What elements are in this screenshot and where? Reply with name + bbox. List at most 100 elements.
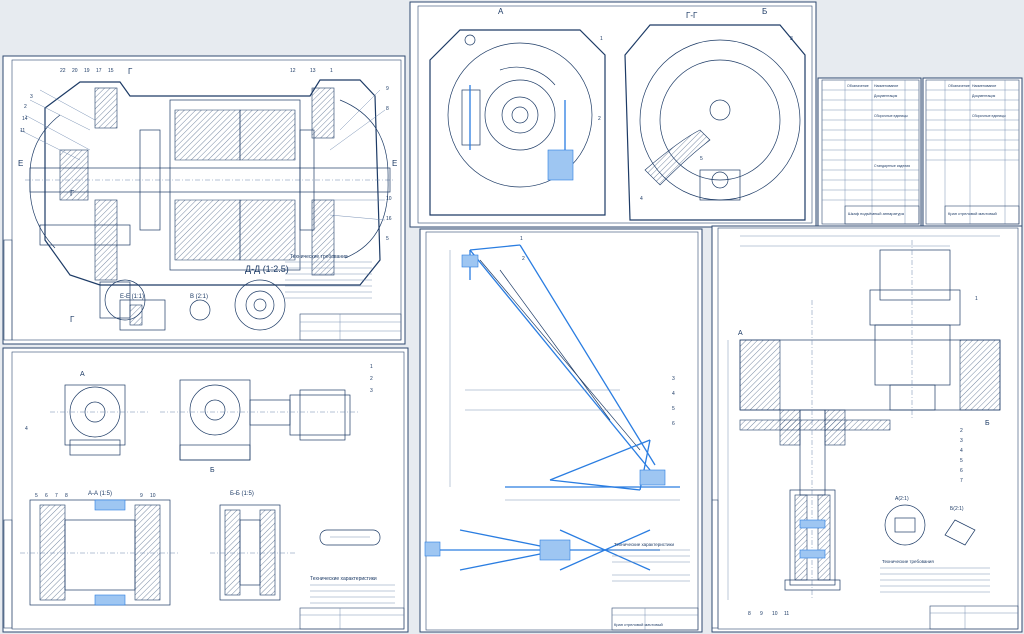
sheet-drive-unit[interactable]: Технические характеристики А-А (1:5) Б-Б… xyxy=(2,347,409,633)
side-stamp xyxy=(711,499,719,629)
svg-text:7: 7 xyxy=(960,478,963,484)
svg-text:8: 8 xyxy=(748,611,751,617)
spec-table-left xyxy=(821,79,920,225)
section-label-g-left: Г xyxy=(70,189,75,198)
svg-text:13: 13 xyxy=(310,68,316,74)
sheet-specifications[interactable]: Обозначение Наименование Документация Сб… xyxy=(817,77,1023,227)
callout-numbers: 1 2 3 4 5 xyxy=(598,36,793,202)
section-label-aa: А-А (1:5) xyxy=(88,491,112,497)
right-table-header-2: Наименование xyxy=(972,84,996,88)
crane-base xyxy=(505,439,680,491)
callout-numbers: 1 2 3 4 5 6 7 8 9 10 xyxy=(25,364,373,499)
svg-text:16: 16 xyxy=(386,216,392,222)
svg-text:4: 4 xyxy=(25,426,28,432)
svg-text:5: 5 xyxy=(960,458,963,464)
svg-text:2: 2 xyxy=(960,428,963,434)
svg-text:20: 20 xyxy=(72,68,78,74)
svg-text:4: 4 xyxy=(672,391,675,397)
sheet-drive-housing[interactable]: А Г-Г Б 1 2 3 4 5 xyxy=(409,1,817,228)
svg-text:3: 3 xyxy=(960,438,963,444)
leader-lines xyxy=(19,89,386,221)
title-block xyxy=(299,313,402,341)
svg-text:17: 17 xyxy=(96,68,102,74)
notes-title: Технические характеристики xyxy=(310,576,377,582)
notes-block xyxy=(285,261,372,299)
section-label-v: В (2:1) xyxy=(190,294,208,300)
svg-text:3: 3 xyxy=(790,36,793,42)
chain-detail xyxy=(319,529,381,546)
right-section-1: Сборочные единицы xyxy=(972,114,1006,118)
spec-table-right xyxy=(925,79,1020,225)
section-label-a: А xyxy=(80,371,85,378)
svg-text:5: 5 xyxy=(672,406,675,412)
svg-text:3: 3 xyxy=(370,388,373,394)
section-label-a: А xyxy=(498,7,504,16)
left-section-1: Сборочные единицы xyxy=(874,114,908,118)
svg-text:4: 4 xyxy=(640,196,643,202)
svg-text:2: 2 xyxy=(24,104,27,110)
stamp-title: Кран стреловой мачтовый xyxy=(614,622,663,627)
sheet-mount[interactable]: Технические требования А Б А(2:1) Б(2:1)… xyxy=(711,225,1023,633)
svg-text:15: 15 xyxy=(108,68,114,74)
svg-text:8: 8 xyxy=(65,493,68,499)
svg-text:5: 5 xyxy=(386,236,389,242)
svg-text:5: 5 xyxy=(35,493,38,499)
left-table-header: Обозначение xyxy=(847,84,869,88)
section-label-e-left: Е xyxy=(18,159,23,168)
crane-plan-view xyxy=(424,529,660,571)
svg-text:14: 14 xyxy=(22,116,28,122)
housing-view-left xyxy=(429,29,606,216)
section-label-g-top: Г xyxy=(128,67,133,76)
title-block xyxy=(299,607,405,630)
notes-block xyxy=(310,584,395,604)
svg-text:22: 22 xyxy=(60,68,66,74)
svg-text:5: 5 xyxy=(700,156,703,162)
svg-text:2: 2 xyxy=(522,256,525,262)
drive-section-b xyxy=(210,504,295,601)
svg-text:12: 12 xyxy=(290,68,296,74)
section-label-a: А xyxy=(738,330,743,337)
svg-text:10: 10 xyxy=(386,196,392,202)
section-label-gg: Г-Г xyxy=(686,11,698,20)
left-section-2: Стандартные изделия xyxy=(874,164,910,168)
section-label-d: Д-Д (1:2.5) xyxy=(245,264,289,274)
notes-title: Технические требования xyxy=(290,254,348,260)
section-label-e: Е-Е (1:1) xyxy=(120,294,144,300)
svg-text:2: 2 xyxy=(598,116,601,122)
housing-view-right xyxy=(624,24,806,221)
motor-view xyxy=(869,240,961,420)
side-stamp xyxy=(3,519,13,629)
svg-text:3: 3 xyxy=(672,376,675,382)
section-label-b: Б xyxy=(985,420,990,427)
svg-text:9: 9 xyxy=(760,611,763,617)
svg-text:10: 10 xyxy=(772,611,778,617)
svg-text:11: 11 xyxy=(784,611,789,617)
drive-section-a xyxy=(20,499,180,606)
side-stamp xyxy=(3,239,13,341)
svg-text:6: 6 xyxy=(672,421,675,427)
section-label-e-right: Е xyxy=(392,159,397,168)
svg-text:6: 6 xyxy=(45,493,48,499)
title-block xyxy=(611,607,699,631)
svg-text:7: 7 xyxy=(55,493,58,499)
callout-numbers: 22 20 19 17 15 3 2 14 11 12 13 1 9 8 10 … xyxy=(20,68,392,242)
svg-text:4: 4 xyxy=(960,448,963,454)
section-label-b: Б xyxy=(210,467,215,474)
svg-text:10: 10 xyxy=(150,493,156,499)
svg-text:6: 6 xyxy=(960,468,963,474)
svg-text:9: 9 xyxy=(140,493,143,499)
reducer-section-view xyxy=(25,79,395,321)
section-label-g-bottom: Г xyxy=(70,315,75,324)
sheet-reducer-assembly[interactable]: Технические требования Д-Д (1:2.5) Е-Е (… xyxy=(2,55,406,345)
sheet-crane-general[interactable]: Технические характеристики Кран стрелово… xyxy=(419,228,703,633)
left-stamp-title: Шкаф подъёмный аппаратура xyxy=(848,211,905,216)
svg-text:8: 8 xyxy=(386,106,389,112)
notes-block xyxy=(612,549,690,582)
bearing-section xyxy=(784,489,841,591)
svg-text:11: 11 xyxy=(20,128,25,134)
detail-label-a: А(2:1) xyxy=(895,496,909,502)
svg-text:3: 3 xyxy=(30,94,33,100)
right-stamp-title: Кран стреловой мачтовый xyxy=(948,211,997,216)
crane-boom xyxy=(461,244,656,471)
